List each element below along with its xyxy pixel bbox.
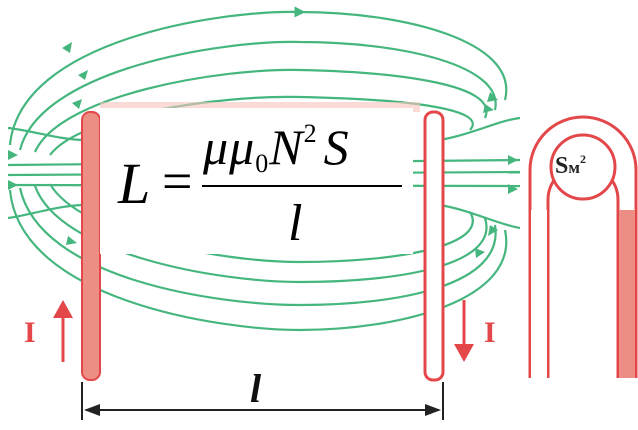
current-label-left: I — [24, 316, 36, 349]
field-arrow — [78, 70, 88, 80]
current-arrow-down-head — [454, 344, 474, 362]
field-line-bottom-1 — [8, 189, 508, 332]
coil-right-conductor — [423, 110, 445, 382]
formula-N: N — [269, 119, 304, 175]
field-line-bottom-2 — [18, 187, 497, 307]
field-arrow — [8, 150, 18, 160]
area-symbol: S — [555, 153, 569, 179]
field-flare-right-1 — [439, 116, 521, 142]
loop-outer — [528, 115, 638, 378]
fraction-bar — [202, 185, 402, 187]
current-arrow-up-head — [53, 300, 73, 318]
field-arrow — [72, 99, 82, 109]
field-arrow — [483, 104, 494, 113]
current-arrows — [53, 300, 474, 362]
formula-mu: μμ — [203, 119, 256, 175]
area-unit-exponent: 2 — [579, 152, 586, 166]
field-arrow — [66, 236, 77, 245]
loop-fill-right — [619, 210, 635, 378]
area-label: Sм2 — [555, 152, 586, 180]
length-label: l — [250, 366, 262, 411]
formula-exponent: 2 — [303, 119, 318, 148]
field-line-top-3 — [33, 68, 488, 153]
field-arrow — [508, 184, 518, 194]
loop-fill-left — [531, 210, 547, 378]
coil-top-band — [100, 102, 420, 112]
field-line-top-1 — [8, 6, 508, 146]
field-flare-left-2 — [7, 203, 86, 220]
formula-denominator: l — [288, 195, 303, 252]
field-arrowheads — [8, 42, 518, 258]
coil-left-conductor — [81, 111, 101, 381]
field-arrow — [487, 92, 498, 102]
field-arrow — [508, 155, 518, 165]
formula-sub-zero: 0 — [255, 149, 270, 178]
dimension-arrow-left — [84, 404, 100, 416]
area-unit: м — [568, 158, 580, 177]
length-dimension — [81, 382, 444, 420]
field-arrow — [62, 42, 72, 53]
field-arrow — [475, 248, 485, 258]
field-arrow — [8, 180, 18, 190]
formula-S: S — [323, 119, 350, 175]
dimension-arrow-right — [425, 404, 441, 416]
field-flare-right-2 — [439, 203, 521, 230]
formula-equals: = — [162, 151, 193, 211]
cross-section-loop — [528, 115, 638, 378]
area-circle — [549, 133, 617, 201]
formula-lhs: L — [118, 151, 151, 216]
field-arrow — [488, 225, 498, 236]
current-label-right: I — [484, 316, 496, 349]
field-flare-left-1 — [7, 126, 86, 142]
field-line-top-2 — [18, 40, 497, 151]
